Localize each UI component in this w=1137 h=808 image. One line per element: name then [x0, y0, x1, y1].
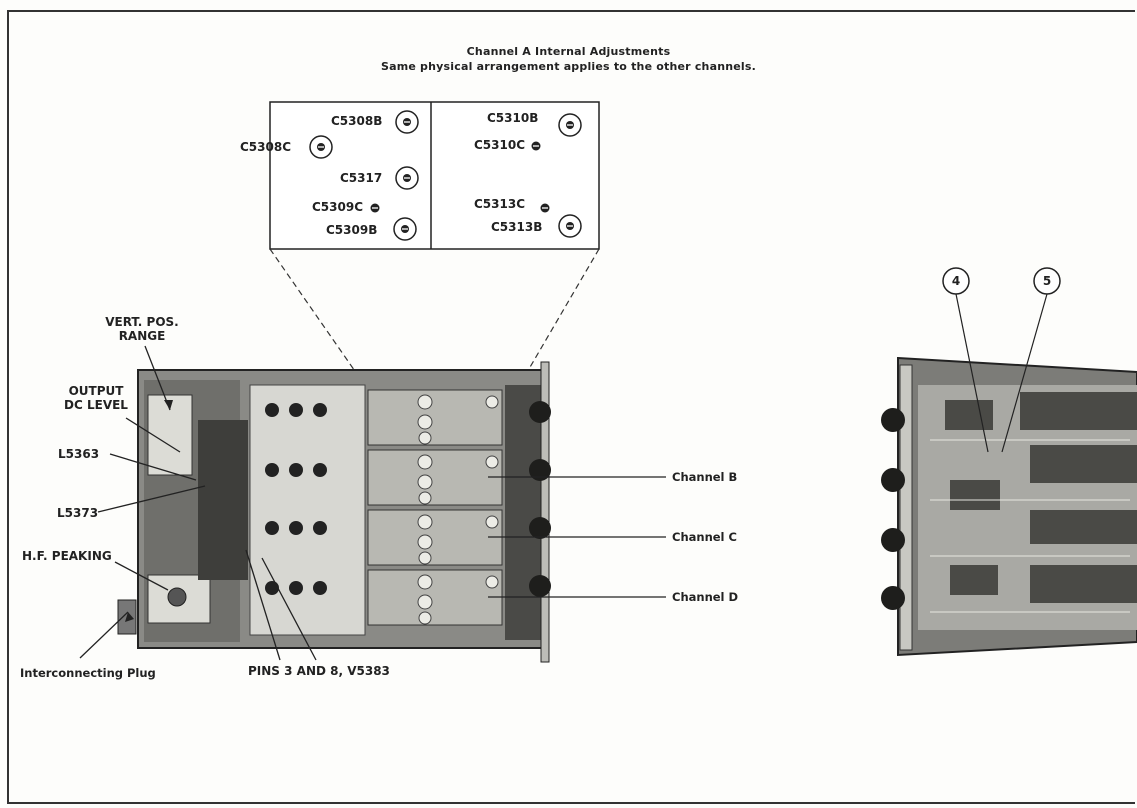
- reference-markers: [942, 267, 1061, 295]
- callout-output-line1: OUTPUT: [68, 384, 124, 398]
- inset-label-c5313c: C5313C: [474, 197, 526, 211]
- figure-title: Channel A Internal Adjustments: [466, 45, 671, 58]
- callout-vert-pos-line2: RANGE: [118, 329, 166, 343]
- marker-5: 5: [1042, 274, 1052, 288]
- callout-channel-c: Channel C: [672, 530, 737, 544]
- figure-border: [7, 10, 1135, 804]
- adjustment-inset: [269, 101, 600, 250]
- leader-lines: [79, 345, 666, 661]
- inset-label-c5308c: C5308C: [240, 140, 292, 154]
- callout-vert-pos-line1: VERT. POS.: [105, 315, 179, 329]
- figure-subtitle: Same physical arrangement applies to the…: [380, 60, 757, 73]
- marker-4: 4: [951, 274, 961, 288]
- callout-output-dc-level: OUTPUT DC LEVEL: [56, 384, 136, 412]
- callout-hf-peaking: H.F. PEAKING: [22, 549, 112, 563]
- callout-interconnecting-plug: Interconnecting Plug: [20, 666, 156, 680]
- inset-label-c5310b: C5310B: [487, 111, 539, 125]
- callout-l5373: L5373: [57, 506, 99, 520]
- callout-l5363: L5363: [58, 447, 100, 461]
- callout-channel-b: Channel B: [672, 470, 738, 484]
- callout-output-line2: DC LEVEL: [64, 398, 128, 412]
- inset-label-c5310c: C5310C: [474, 138, 526, 152]
- callout-channel-d: Channel D: [672, 590, 739, 604]
- callout-vert-pos-range: VERT. POS. RANGE: [92, 315, 192, 343]
- inset-label-c5308b: C5308B: [331, 114, 383, 128]
- inset-label-c5317: C5317: [340, 171, 383, 185]
- callout-pins-v5383: PINS 3 AND 8, V5383: [248, 664, 390, 678]
- inset-label-c5309b: C5309B: [326, 223, 378, 237]
- inset-label-c5313b: C5313B: [491, 220, 543, 234]
- right-chassis-photo: [881, 356, 1137, 657]
- left-chassis-photo: [117, 361, 551, 663]
- inset-label-c5309c: C5309C: [312, 200, 364, 214]
